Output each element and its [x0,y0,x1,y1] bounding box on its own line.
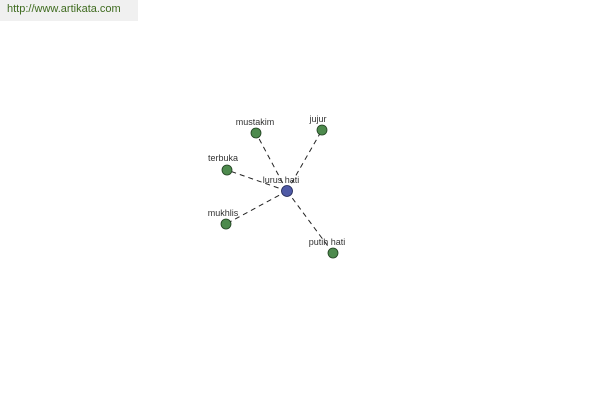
node-label-terbuka: terbuka [208,153,238,163]
node-label-lurus-hati: lurus hati [263,175,300,185]
source-url-link[interactable]: http://www.artikata.com [7,3,121,15]
edge-jujur [286,129,323,192]
node-terbuka[interactable] [221,164,233,176]
edge-mukhlis [225,190,288,225]
node-label-mustakim: mustakim [236,117,275,127]
node-mustakim[interactable] [250,127,262,139]
center-node-group: lurus hati [263,175,300,197]
neighbor-nodes: mustakim jujur terbuka mukhlis putih hat… [208,114,346,259]
edge-mustakim [255,132,288,192]
node-lurus-hati[interactable] [281,185,293,197]
node-label-jujur: jujur [308,114,326,124]
node-label-putih-hati: putih hati [309,237,346,247]
source-banner: http://www.artikata.com [0,0,138,21]
edges [225,129,334,254]
edge-putih-hati [286,190,334,254]
edge-terbuka [226,169,288,192]
node-mukhlis[interactable] [220,218,232,230]
node-label-mukhlis: mukhlis [208,208,239,218]
node-putih-hati[interactable] [327,247,339,259]
node-jujur[interactable] [316,124,328,136]
